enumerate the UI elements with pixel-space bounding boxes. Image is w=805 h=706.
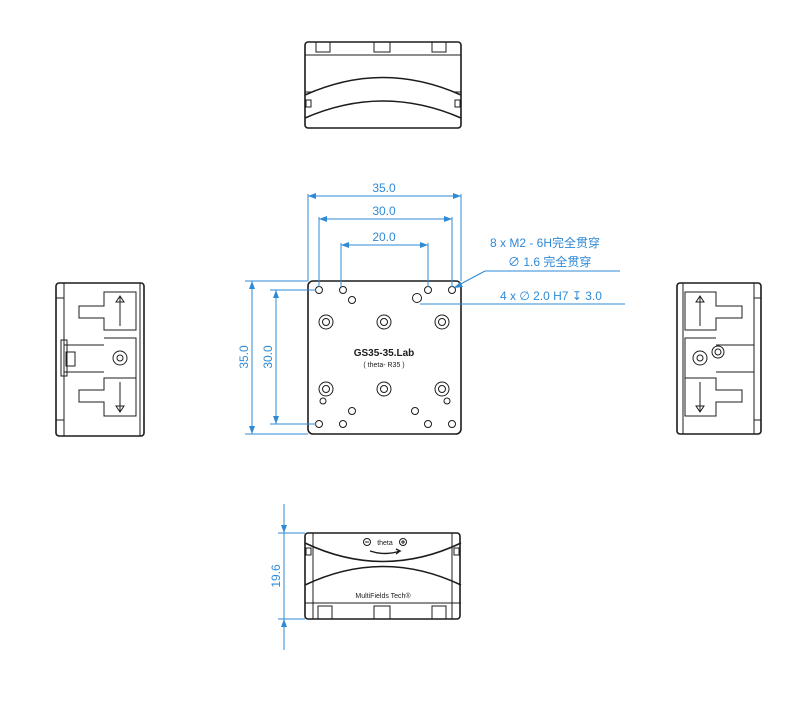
- callout-thread-holes: 8 x M2 - 6H完全贯穿: [490, 235, 600, 250]
- through-hole: [315, 286, 323, 294]
- through-hole: [339, 286, 347, 294]
- callout-pin-holes: 4 x ∅ 2.0 H7 ↧ 3.0: [500, 289, 602, 303]
- dim-width-outer: 35.0: [372, 181, 396, 195]
- through-hole: [319, 397, 327, 405]
- left-side-view: [55, 282, 145, 437]
- top-view: [304, 41, 462, 129]
- dim-height-mid: 30.0: [261, 345, 275, 369]
- through-hole: [424, 286, 432, 294]
- right-side-view: [676, 282, 762, 435]
- screw-head: [318, 381, 334, 397]
- pin-hole: [412, 293, 422, 303]
- screw-head: [376, 381, 392, 397]
- screw-head: [376, 314, 392, 330]
- through-hole: [315, 420, 323, 428]
- dim-width-inner: 20.0: [372, 230, 396, 244]
- through-hole: [348, 407, 356, 415]
- callout-thread-diameter: ∅ 1.6 完全贯穿: [508, 254, 591, 269]
- dim-width-mid: 30.0: [372, 204, 396, 218]
- through-hole: [348, 296, 356, 304]
- minus-icon: [363, 538, 371, 546]
- through-hole: [411, 407, 419, 415]
- plus-icon: [399, 538, 407, 546]
- model-label: GS35-35.Lab: [354, 348, 415, 359]
- rotation-arrow-icon: [369, 548, 402, 555]
- dim-height-outer: 35.0: [237, 345, 251, 369]
- through-hole: [424, 420, 432, 428]
- dimensions-front: 19.6: [269, 504, 305, 650]
- front-view: theta MultiFields Tech®: [304, 532, 462, 620]
- callouts: 8 x M2 - 6H完全贯穿 ∅ 1.6 完全贯穿 4 x ∅ 2.0 H7 …: [420, 235, 625, 305]
- through-hole: [448, 420, 456, 428]
- front-axis-label: theta: [377, 540, 393, 547]
- brand-label: MultiFields Tech®: [355, 592, 411, 600]
- dim-height-front: 19.6: [269, 564, 283, 588]
- through-hole: [339, 420, 347, 428]
- through-hole: [443, 397, 451, 405]
- axis-label: ( theta- R35 ): [363, 362, 404, 369]
- dimensions-main: 35.0 30.0 20.0 35.0 30.0: [237, 181, 462, 435]
- screw-head: [434, 381, 450, 397]
- main-view: GS35-35.Lab ( theta- R35 ): [307, 280, 462, 435]
- screw-head: [318, 314, 334, 330]
- screw-head: [434, 314, 450, 330]
